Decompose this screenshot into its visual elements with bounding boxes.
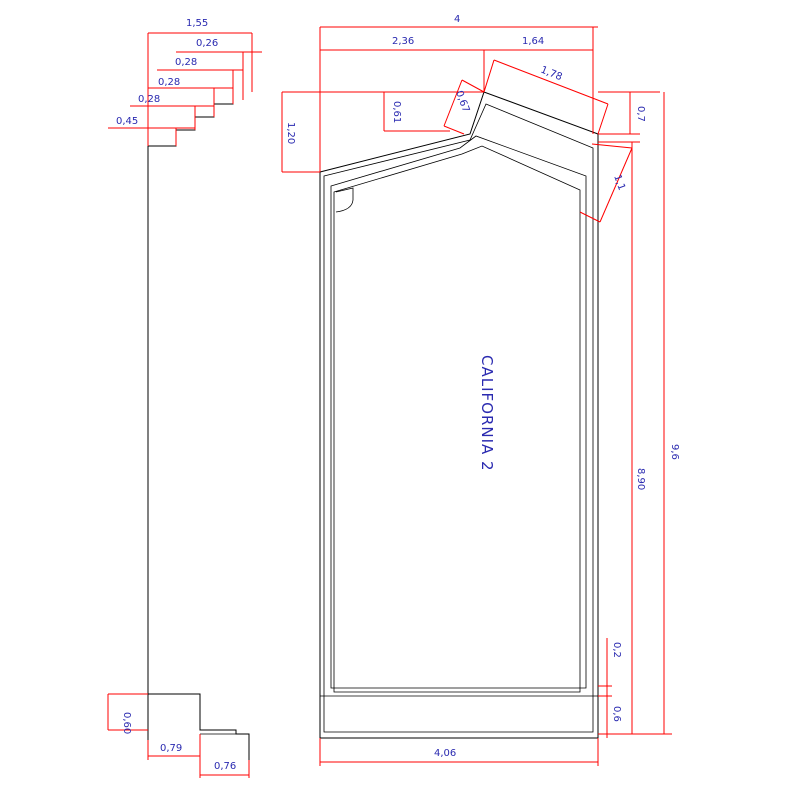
dim-inner-length: 8,90 [635,468,646,490]
dim-bench-depth: 0,6 [611,706,622,722]
dim-total-length: 9,6 [669,444,680,460]
dim-right-diag: 1,1 [611,173,627,192]
dim-side-step-1: 0,26 [196,38,218,49]
dim-side-step-5: 0,45 [116,116,138,127]
dim-bench-height: 0,2 [611,642,622,658]
dim-inner-step: 0,61 [391,101,402,123]
model-name-label: CALIFORNIA 2 [478,355,496,472]
side-profile: 1,55 0,26 0,28 0,28 0,28 0,45 0,60 0,79 … [107,18,262,778]
dim-total-width: 4 [454,14,460,25]
dim-side-bottom-step-2: 0,76 [214,761,236,772]
dim-right-step: 0,7 [635,106,646,122]
dim-side-bottom-step-1: 0,79 [160,743,182,754]
dim-right-segment: 1,64 [522,36,544,47]
pool-inner-outline [330,135,587,689]
pool-outer-outline [319,91,599,739]
dim-left-top-height: 1,20 [285,122,296,144]
dim-side-top-overall: 1,55 [186,18,208,29]
dim-slanted-edge: 1,78 [539,65,564,84]
side-profile-bottom [148,693,250,760]
dim-side-step-2: 0,28 [175,57,197,68]
dim-corner-cut: 0,67 [453,89,471,114]
dim-side-bottom-height: 0,60 [121,712,132,734]
dim-side-step-3: 0,28 [158,77,180,88]
entry-step [335,187,354,213]
dim-left-segment: 2,36 [392,36,414,47]
plan-view: CALIFORNIA 2 4 2,36 1,64 1,78 1,20 0,61 … [281,14,680,766]
dim-side-step-4: 0,28 [138,94,160,105]
dim-bottom-width: 4,06 [434,748,456,759]
